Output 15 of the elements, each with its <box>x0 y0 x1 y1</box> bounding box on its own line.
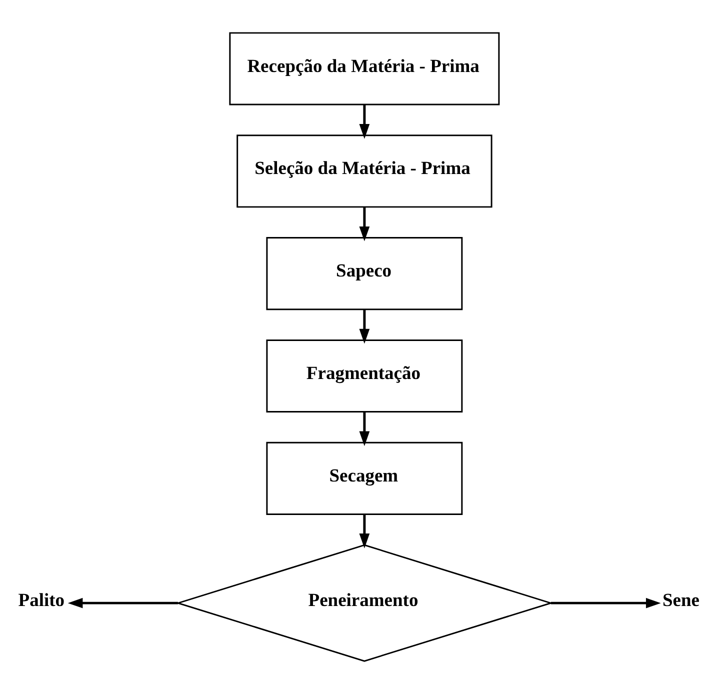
node-box: Sapeco <box>266 236 463 310</box>
node-box: Seleção da Matéria - Prima <box>236 134 492 208</box>
arrow <box>359 206 370 241</box>
arrow <box>359 514 370 548</box>
node-text: Sene <box>662 590 700 611</box>
node-box: Secagem <box>266 441 463 514</box>
node-diamond: Peneiramento <box>176 544 554 662</box>
node-box: Recepção da Matéria - Prima <box>229 32 500 105</box>
arrow <box>550 597 661 608</box>
arrow <box>359 412 370 446</box>
arrow <box>68 597 178 608</box>
node-text: Palito <box>18 590 65 611</box>
arrow <box>359 104 370 138</box>
node-box: Fragmentação <box>266 338 463 412</box>
arrow <box>359 309 370 344</box>
